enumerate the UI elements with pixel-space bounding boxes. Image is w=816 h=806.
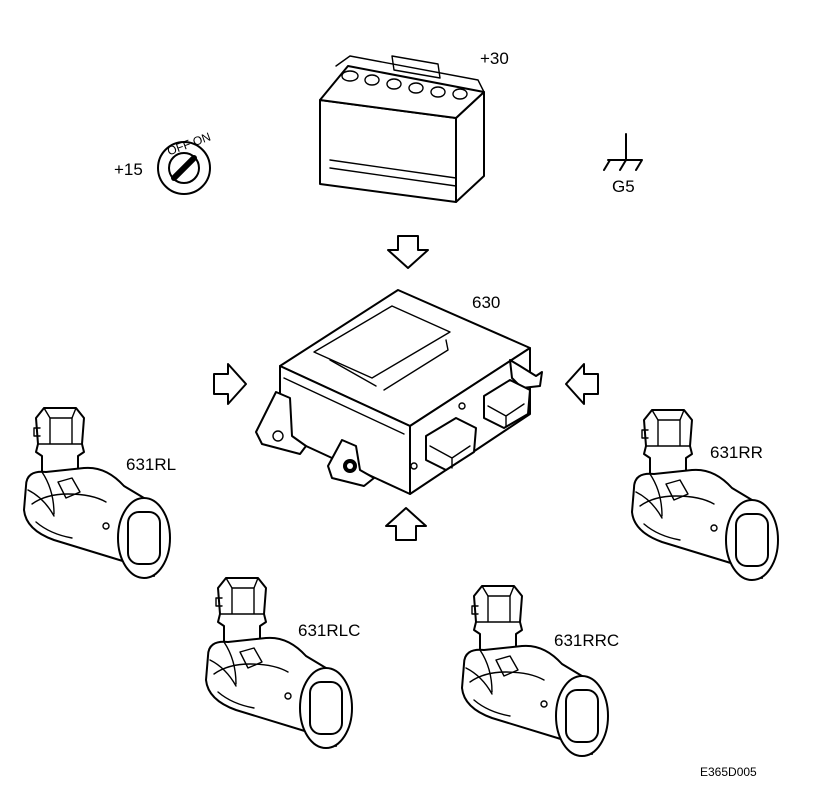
arrow-down-icon bbox=[387, 235, 429, 269]
sensor-rrc-icon bbox=[461, 585, 609, 757]
arrow-right-icon bbox=[213, 363, 247, 405]
ground-icon bbox=[603, 133, 643, 171]
battery-label: +30 bbox=[480, 49, 509, 68]
control-unit-label: 630 bbox=[472, 293, 500, 312]
control-unit-icon bbox=[255, 289, 543, 495]
sensor-rl-icon bbox=[23, 407, 171, 579]
arrow-up-icon bbox=[385, 507, 427, 541]
sensor-rlc-icon bbox=[205, 577, 353, 749]
ground-label: G5 bbox=[612, 177, 635, 196]
figure-reference: E365D005 bbox=[700, 765, 757, 779]
sensor-rr-label: 631RR bbox=[710, 443, 763, 462]
arrow-left-icon bbox=[565, 363, 599, 405]
ignition-switch-icon: OFF ON bbox=[157, 130, 213, 195]
battery-icon bbox=[319, 55, 485, 203]
sensor-rl-label: 631RL bbox=[126, 455, 176, 474]
ignition-label: +15 bbox=[114, 160, 143, 179]
sensor-rr-icon bbox=[631, 409, 779, 581]
sensor-rrc-label: 631RRC bbox=[554, 631, 619, 650]
sensor-rlc-label: 631RLC bbox=[298, 621, 360, 640]
